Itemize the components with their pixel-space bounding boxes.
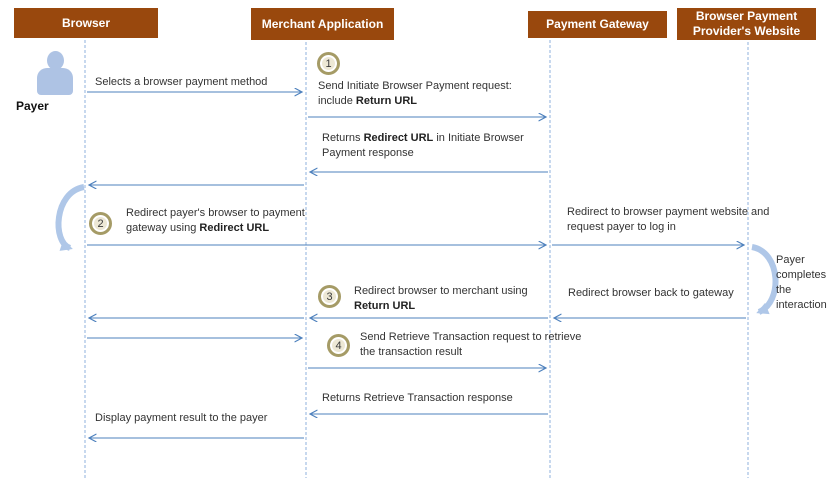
step-1-number: 1 [325,57,332,70]
step-circle-4: 4 [327,334,350,357]
step-circle-1: 1 [317,52,340,75]
actor-browser-label: Browser [61,15,111,30]
step-1-line2-pre: include [318,94,356,107]
label-returns-retrieve: Returns Retrieve Transaction response [322,392,513,404]
step-2-bold: Redirect URL [199,221,270,234]
actor-gateway: Payment Gateway [528,11,667,38]
step-4-number: 4 [335,339,342,352]
actor-provider: Browser Payment Provider's Website [677,8,816,40]
actor-gateway-label: Payment Gateway [546,17,649,31]
returns-redirect-pre: Returns [322,132,364,144]
step-3-bold: Return URL [354,299,416,312]
payer-head-icon [46,51,64,70]
step-circle-2: 2 [89,212,112,235]
returns-redirect-bold: Redirect URL [363,132,434,144]
payer-person-icon [36,51,74,96]
actor-merchant-label: Merchant Application [261,16,384,31]
label-step-3: Redirect browser to merchant using Retur… [354,284,544,314]
step-1-line1: Send Initiate Browser Payment request: [318,80,512,92]
label-redirect-back: Redirect browser back to gateway [568,287,734,299]
label-redirect-to-provider: Redirect to browser payment website and … [567,206,770,233]
label-display-result: Display payment result to the payer [95,412,268,424]
step-1-line2-bold: Return URL [355,94,418,107]
payer-body-icon [37,68,73,95]
step-3-pre: Redirect browser to merchant using [354,285,528,297]
actor-provider-label: Browser Payment Provider's Website [692,9,801,38]
step-circle-3: 3 [318,285,341,308]
label-payer-completes: Payer completes the interaction [776,254,827,311]
label-step-1: Send Initiate Browser Payment request: i… [318,79,553,109]
step-3-number: 3 [326,290,333,303]
actor-browser: Browser [14,8,158,38]
label-step-4: Send Retrieve Transaction request to ret… [360,331,582,358]
step-2-number: 2 [97,217,104,230]
step-1-line2: include Return URL [318,94,553,109]
actor-merchant: Merchant Application [251,8,394,40]
payer-interaction-loop-icon [751,244,779,315]
browser-redirect-loop-icon [55,184,85,251]
payer-label: Payer [16,99,49,113]
returns-redirect-post: in Initiate Browser Payment response [322,132,524,159]
label-select-method: Selects a browser payment method [95,76,268,88]
label-returns-redirect-url: Returns Redirect URL in Initiate Browser… [322,131,557,161]
label-step-2: Redirect payer's browser to payment gate… [126,206,341,236]
step-2-pre: Redirect payer's browser to payment gate… [126,207,305,234]
